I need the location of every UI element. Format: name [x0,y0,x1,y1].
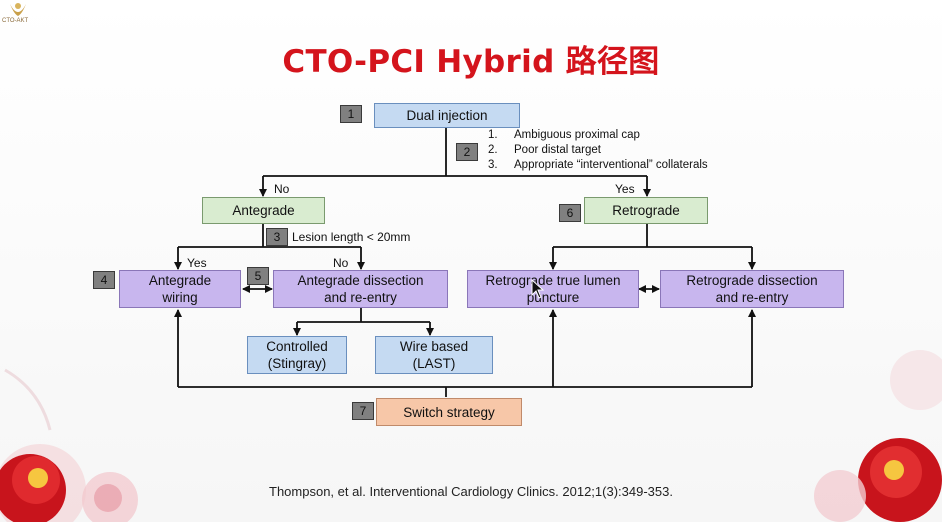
antegrade-dissection-line1: Antegrade dissection [297,273,424,288]
criteria-item: 2.Poor distal target [488,144,601,156]
criteria-list: 1.Ambiguous proximal cap 2.Poor distal t… [488,128,708,173]
lesion-length-label: Lesion length < 20mm [292,230,411,244]
mouse-cursor-icon [531,279,545,299]
slide-title: CTO-PCI Hybrid 路径图 [282,44,660,80]
antegrade-dissection-box: Antegrade dissection and re-entry [273,270,448,308]
edge-label-yes-left: Yes [187,256,207,270]
retrograde-dissection-box: Retrograde dissection and re-entry [660,270,844,308]
dual-injection-box: Dual injection [374,103,520,128]
controlled-stingray-box: Controlled (Stingray) [247,336,347,374]
logo-text: CTO-AKT [2,18,29,24]
antegrade-wiring-line1: Antegrade [148,273,212,288]
step-number-3: 3 [266,228,288,246]
retrograde-box: Retrograde [584,197,708,224]
antegrade-dissection-line2: and re-entry [324,290,397,305]
controlled-line2: (Stingray) [267,356,327,371]
peony-decoration-right-icon [814,350,942,522]
criteria-item: 1.Ambiguous proximal cap [488,129,640,141]
edge-label-yes: Yes [615,182,635,196]
antegrade-wiring-line2: wiring [162,290,198,305]
wire-based-line2: (LAST) [412,356,456,371]
reference-citation: Thompson, et al. Interventional Cardiolo… [269,484,673,499]
antegrade-box: Antegrade [202,197,325,224]
switch-strategy-box: Switch strategy [376,398,522,426]
step-number-5: 5 [247,267,269,285]
retro-true-line1: Retrograde true lumen [485,273,621,288]
step-number-2: 2 [456,143,478,161]
retro-dissection-line2: and re-entry [715,290,789,305]
criteria-item: 3.Appropriate “interventional” collatera… [488,159,708,171]
peony-decoration-left-icon [0,368,138,522]
step-number-1: 1 [340,105,362,123]
step-number-4: 4 [93,271,115,289]
dual-injection-label: Dual injection [406,108,488,123]
retrograde-label: Retrograde [612,203,680,218]
edge-label-no: No [274,182,290,196]
edge-label-no-left: No [333,256,349,270]
wire-based-box: Wire based (LAST) [375,336,493,374]
antegrade-wiring-box: Antegrade wiring [119,270,241,308]
retro-dissection-line1: Retrograde dissection [686,273,818,288]
step-number-7: 7 [352,402,374,420]
step-number-6: 6 [559,204,581,222]
antegrade-label: Antegrade [232,203,295,218]
wire-based-line1: Wire based [399,339,469,354]
controlled-line1: Controlled [266,339,328,354]
retrograde-true-lumen-box: Retrograde true lumen puncture [467,270,639,308]
switch-strategy-label: Switch strategy [403,404,495,420]
logo-icon [10,3,26,16]
